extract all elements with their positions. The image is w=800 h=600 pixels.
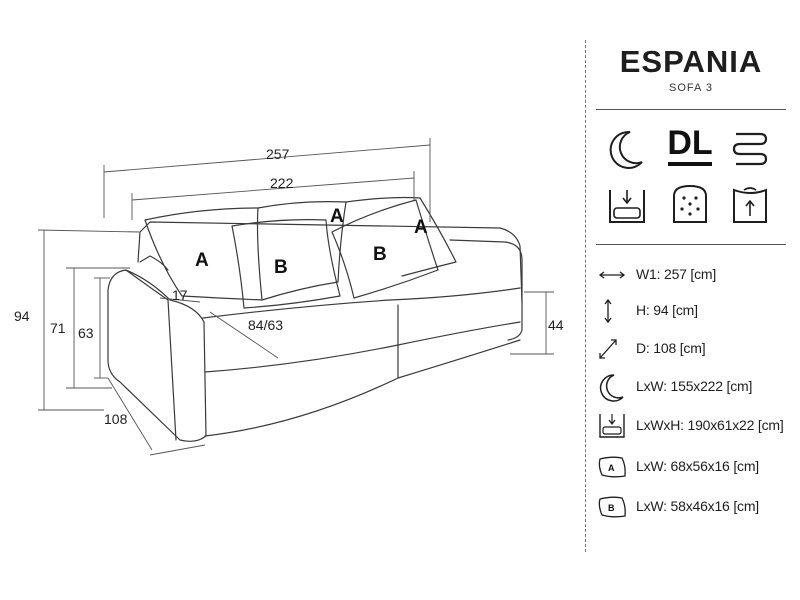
- pillow-label: A: [330, 206, 344, 227]
- pillow-label: B: [373, 244, 387, 265]
- spec-height: H: 94 [cm]: [596, 298, 791, 324]
- bedding-storage-icon: [609, 190, 645, 223]
- dim-total-width: 257: [266, 146, 290, 162]
- spec-width: W1: 257 [cm]: [596, 262, 791, 288]
- sofa-right-arm: [449, 239, 523, 341]
- pillow-b-icon: B: [598, 496, 626, 518]
- spec-text: D: 108 [cm]: [636, 340, 706, 356]
- pillow-a-icon: A: [598, 456, 626, 478]
- sleep-function-icon: [609, 130, 643, 169]
- spec-storage: LxWxH: 190x61x22 [cm]: [596, 410, 791, 440]
- spec-text: LxW: 155x222 [cm]: [636, 378, 753, 394]
- spec-text: H: 94 [cm]: [636, 302, 698, 318]
- sofa-dimension-drawing: A A A B B 257 222: [14, 138, 564, 456]
- pillow-a-middle: [257, 201, 347, 301]
- sofa-left-arm-inner: [125, 269, 177, 441]
- dim-seat-height: 44: [548, 317, 564, 333]
- pillow-a-letter: A: [608, 463, 615, 473]
- dl-mechanism-icon: DL: [664, 126, 716, 172]
- spec-text: LxW: 68x56x16 [cm]: [636, 458, 759, 474]
- panel-divider: [585, 40, 586, 552]
- depth-arrow-icon: [599, 339, 617, 359]
- height-arrow-icon: [604, 298, 612, 324]
- pillow-label: A: [195, 250, 209, 271]
- sleep-area-icon: [599, 374, 624, 402]
- dim-height: 94: [14, 308, 30, 324]
- product-name: ESPANIA: [619, 44, 763, 79]
- pocket-spring-icon: [673, 184, 707, 223]
- dim-line-total-width: [103, 144, 431, 173]
- pillow-label: A: [414, 217, 428, 238]
- sofa-base-front: [204, 339, 521, 437]
- dim-seat-depth: 84/63: [248, 317, 283, 333]
- pillow-b-right: [331, 199, 439, 299]
- dim-seat-width: 222: [270, 175, 294, 191]
- pillow-b-letter: B: [608, 503, 615, 513]
- spec-pillow-b: B LxW: 58x46x16 [cm]: [596, 494, 791, 520]
- dim-line-depth: [107, 377, 153, 451]
- sofa-back-frame: [137, 221, 523, 303]
- spring-icon: [732, 132, 768, 166]
- dim-arm-width: 17: [172, 287, 188, 303]
- pillow-b-left: [231, 219, 341, 309]
- product-model: SOFA 3: [669, 82, 713, 94]
- pillow-label: B: [274, 257, 288, 278]
- spec-depth: D: 108 [cm]: [596, 336, 791, 362]
- dim-backrest-height: 71: [50, 320, 66, 336]
- divider-line: [596, 244, 786, 245]
- spec-text: LxWxH: 190x61x22 [cm]: [636, 417, 784, 433]
- seat-cushion-top: [202, 287, 521, 319]
- dl-label: DL: [667, 124, 713, 162]
- dim-line-seat-width: [131, 177, 415, 201]
- spec-pillow-a: A LxW: 68x56x16 [cm]: [596, 454, 791, 480]
- storage-icon: [599, 414, 625, 438]
- sofa-left-arm: [107, 269, 207, 442]
- spec-text: LxW: 58x46x16 [cm]: [636, 498, 759, 514]
- spec-text: W1: 257 [cm]: [636, 266, 717, 282]
- removable-cover-icon: [733, 187, 767, 223]
- dim-depth: 108: [104, 411, 128, 427]
- dim-line-seat-depth: [209, 311, 279, 359]
- dim-arm-height: 63: [78, 325, 94, 341]
- dim-line-arm-width: [159, 297, 201, 303]
- pillow-a-right: [345, 196, 457, 277]
- width-arrow-icon: [598, 271, 626, 279]
- spec-sleep-area: LxW: 155x222 [cm]: [596, 372, 791, 402]
- divider-line: [596, 109, 786, 110]
